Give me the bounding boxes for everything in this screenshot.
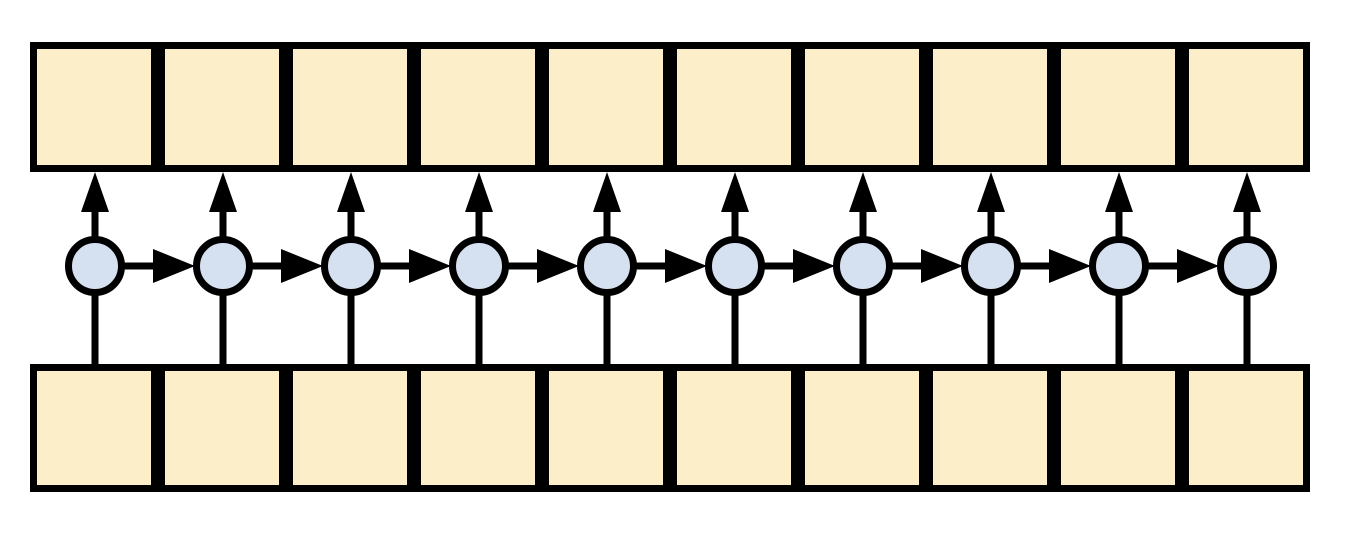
output-cell (286, 42, 414, 172)
hidden-state-node (321, 236, 381, 296)
hidden-state-node (833, 236, 893, 296)
input-cell (1182, 364, 1310, 492)
hidden-to-hidden-arrowhead (1177, 249, 1219, 283)
hidden-to-hidden-arrowhead (537, 249, 579, 283)
input-to-hidden-connectors (91, 294, 1251, 364)
output-cell (158, 42, 286, 172)
output-cell (30, 42, 158, 172)
input-row (30, 364, 1310, 492)
hidden-to-hidden-arrowhead (921, 249, 963, 283)
output-cell (798, 42, 926, 172)
hidden-to-hidden-arrowhead (793, 249, 835, 283)
hidden-state-node (65, 236, 125, 296)
input-cell (670, 364, 798, 492)
output-cell (542, 42, 670, 172)
hidden-to-hidden-arrowhead (281, 249, 323, 283)
hidden-to-output-arrowhead (593, 172, 621, 212)
output-cell (926, 42, 1054, 172)
hidden-to-output-arrows (81, 172, 1261, 238)
output-cell (670, 42, 798, 172)
hidden-to-output-arrowhead (337, 172, 365, 212)
hidden-to-output-arrowhead (465, 172, 493, 212)
input-cell (798, 364, 926, 492)
hidden-to-hidden-arrowhead (1049, 249, 1091, 283)
output-cell (1182, 42, 1310, 172)
output-row (30, 42, 1310, 172)
input-cell (286, 364, 414, 492)
input-cell (926, 364, 1054, 492)
input-cell (1054, 364, 1182, 492)
hidden-to-hidden-arrowhead (153, 249, 195, 283)
hidden-to-output-arrowhead (849, 172, 877, 212)
hidden-state-node (1089, 236, 1149, 296)
input-cell (542, 364, 670, 492)
hidden-to-output-arrowhead (81, 172, 109, 212)
input-cell (414, 364, 542, 492)
hidden-to-hidden-arrows (123, 249, 1219, 283)
hidden-to-output-arrowhead (977, 172, 1005, 212)
hidden-to-hidden-arrowhead (665, 249, 707, 283)
hidden-state-node (193, 236, 253, 296)
hidden-state-node (1217, 236, 1277, 296)
input-cell (158, 364, 286, 492)
hidden-state-row (65, 236, 1277, 296)
output-cell (414, 42, 542, 172)
hidden-state-node (961, 236, 1021, 296)
hidden-to-output-arrowhead (1105, 172, 1133, 212)
input-cell (30, 364, 158, 492)
hidden-to-hidden-arrowhead (409, 249, 451, 283)
output-cell (1054, 42, 1182, 172)
hidden-state-node (705, 236, 765, 296)
hidden-state-node (449, 236, 509, 296)
hidden-state-node (577, 236, 637, 296)
hidden-to-output-arrowhead (209, 172, 237, 212)
hidden-to-output-arrowhead (721, 172, 749, 212)
hidden-to-output-arrowhead (1233, 172, 1261, 212)
